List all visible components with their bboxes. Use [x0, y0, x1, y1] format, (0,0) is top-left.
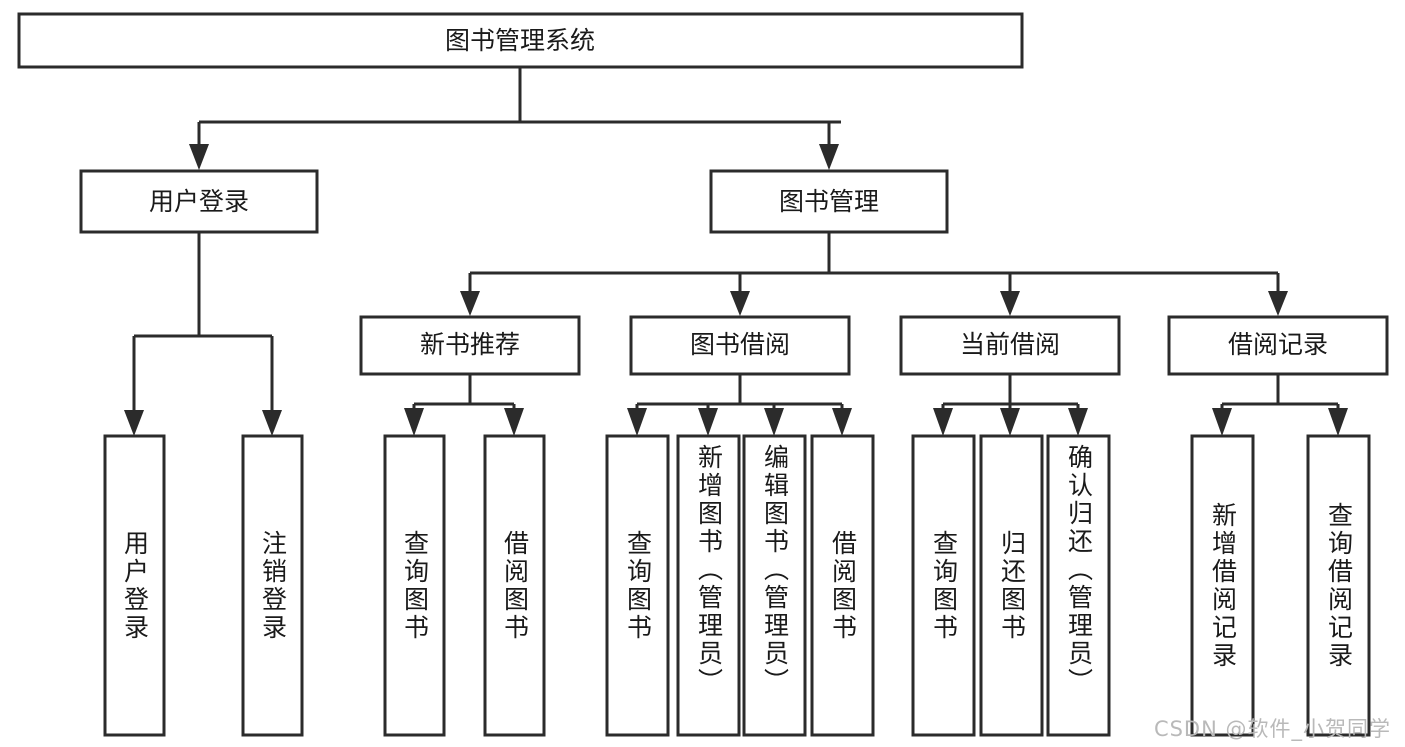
leaf-box-bb-borrow-book[interactable] — [810, 434, 875, 737]
arrowhead-leaf-logout — [262, 410, 282, 436]
book-manage-label: 图书管理 — [779, 187, 879, 216]
node-user-login[interactable]: 用户登录 — [79, 169, 319, 234]
leaf-box-cb-confirm-return[interactable] — [1046, 434, 1111, 737]
arrowhead-cb-leaf3 — [1068, 408, 1088, 436]
connector-user-login-to-leaves — [124, 232, 282, 436]
leaf-box-bb-add-book[interactable] — [676, 434, 741, 737]
leaf-box-nb-borrow-book[interactable] — [483, 434, 546, 737]
arrowhead-cb-leaf1 — [933, 408, 953, 436]
arrowhead-user-login — [189, 144, 209, 170]
borrow-record-label: 借阅记录 — [1228, 330, 1328, 359]
leaf-box-nb-query-book[interactable] — [383, 434, 446, 737]
arrowhead-nb-leaf1 — [404, 408, 424, 436]
node-new-book-recommend[interactable]: 新书推荐 — [359, 315, 581, 376]
node-current-borrow[interactable]: 当前借阅 — [899, 315, 1121, 376]
arrowhead-leaf-user-login — [124, 410, 144, 436]
node-borrow-record[interactable]: 借阅记录 — [1167, 315, 1389, 376]
arrowhead-br-leaf2 — [1328, 408, 1348, 436]
node-root[interactable]: 图书管理系统 — [17, 12, 1024, 69]
arrowhead-book-borrow — [730, 291, 750, 316]
connector-new-book-to-leaves — [404, 374, 524, 436]
leaf-box-logout[interactable] — [241, 434, 304, 737]
arrowhead-current-borrow — [1000, 291, 1020, 316]
new-book-recommend-label: 新书推荐 — [420, 330, 520, 359]
leaf-box-bb-edit-book[interactable] — [742, 434, 807, 737]
connector-book-manage-to-level3 — [460, 232, 1288, 316]
connector-book-borrow-to-leaves — [627, 374, 852, 436]
csdn-watermark: CSDN @软件_小贺同学 — [1153, 717, 1391, 741]
leaf-box-cb-query-book[interactable] — [911, 434, 976, 737]
book-manage-box[interactable] — [709, 169, 949, 234]
leaf-box-br-add-record[interactable] — [1190, 434, 1255, 737]
connector-current-borrow-to-leaves — [933, 374, 1088, 436]
arrowhead-bb-leaf3 — [764, 408, 784, 436]
book-borrow-label: 图书借阅 — [690, 330, 790, 359]
leaf-box-br-query-record[interactable] — [1306, 434, 1371, 737]
connector-borrow-record-to-leaves — [1212, 374, 1348, 436]
arrowhead-cb-leaf2 — [1000, 408, 1020, 436]
arrowhead-bb-leaf4 — [832, 408, 852, 436]
arrowhead-nb-leaf2 — [504, 408, 524, 436]
leaf-box-user-login[interactable] — [103, 434, 166, 737]
new-book-recommend-box[interactable] — [359, 315, 581, 376]
connector-root-to-level2 — [189, 67, 841, 170]
node-book-manage[interactable]: 图书管理 — [709, 169, 949, 234]
user-login-label: 用户登录 — [149, 187, 249, 216]
root-label: 图书管理系统 — [445, 26, 595, 55]
arrowhead-new-book-recommend — [460, 291, 480, 316]
leaf-box-cb-return-book[interactable] — [979, 434, 1044, 737]
arrowhead-borrow-record — [1268, 291, 1288, 316]
arrowhead-bb-leaf2 — [698, 408, 718, 436]
current-borrow-label: 当前借阅 — [960, 330, 1060, 359]
borrow-record-box[interactable] — [1167, 315, 1389, 376]
node-book-borrow[interactable]: 图书借阅 — [629, 315, 851, 376]
arrowhead-bb-leaf1 — [627, 408, 647, 436]
root-box[interactable] — [17, 12, 1024, 69]
arrowhead-book-manage — [819, 144, 839, 170]
arrowhead-br-leaf1 — [1212, 408, 1232, 436]
book-borrow-box[interactable] — [629, 315, 851, 376]
leaf-box-bb-query-book[interactable] — [605, 434, 670, 737]
current-borrow-box[interactable] — [899, 315, 1121, 376]
